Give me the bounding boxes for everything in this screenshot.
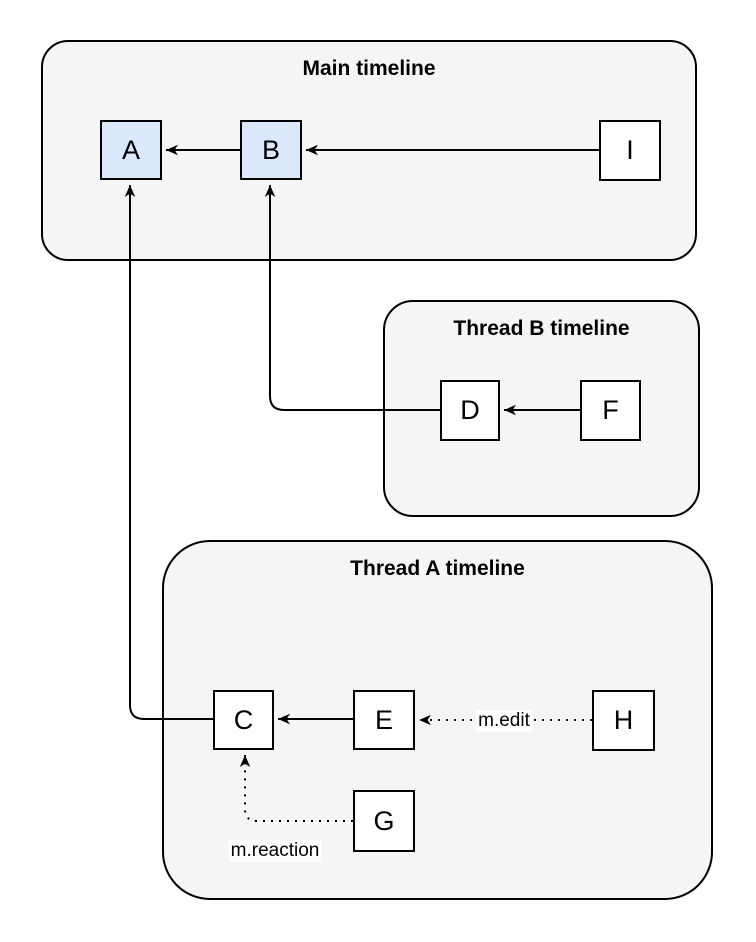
node-E: E	[353, 690, 415, 750]
container-title-main-timeline: Main timeline	[302, 57, 436, 80]
node-D: D	[440, 380, 500, 441]
node-G: G	[353, 790, 415, 852]
node-F: F	[580, 380, 641, 441]
node-A: A	[100, 120, 162, 180]
node-C: C	[213, 690, 274, 750]
edge-label-m-reaction: m.reaction	[228, 840, 322, 862]
container-thread-b-timeline: Thread B timeline	[383, 300, 700, 517]
container-title-thread-a-timeline: Thread A timeline	[350, 557, 525, 580]
node-H: H	[592, 690, 655, 751]
container-title-thread-b-timeline: Thread B timeline	[453, 317, 630, 340]
node-B: B	[240, 120, 302, 180]
edge-label-m-edit: m.edit	[476, 710, 532, 732]
node-I: I	[599, 120, 661, 181]
